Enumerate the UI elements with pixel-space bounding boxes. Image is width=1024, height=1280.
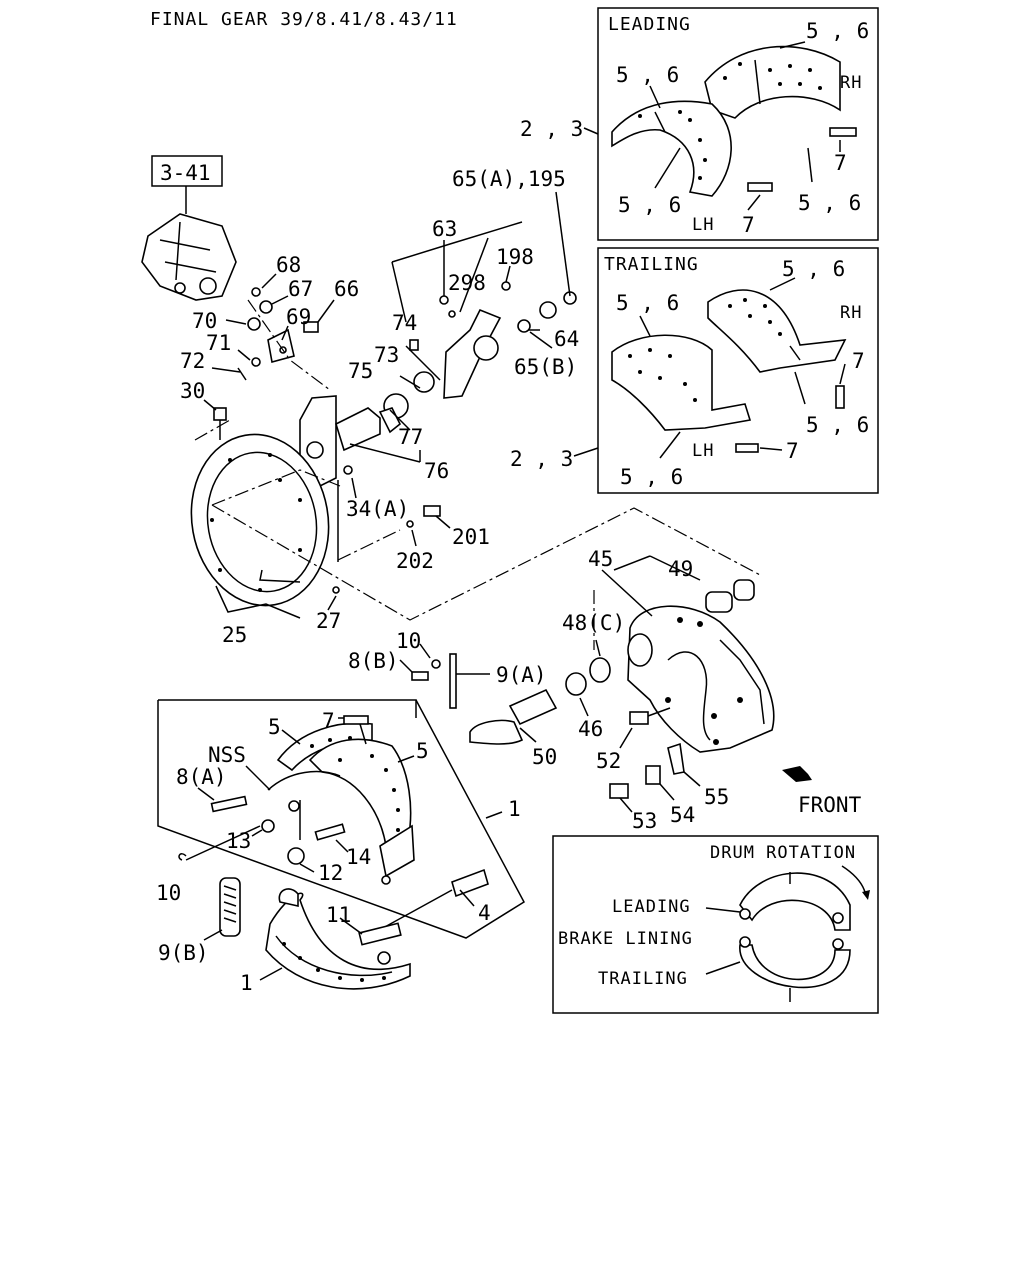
label-8a: 8(A) bbox=[176, 765, 227, 789]
label-66: 66 bbox=[334, 277, 359, 301]
fastener-group-68-72 bbox=[213, 287, 319, 440]
label-53: 53 bbox=[632, 809, 657, 833]
brake-spider bbox=[627, 605, 775, 753]
dust-shield bbox=[190, 299, 401, 619]
trailing-label-56-top: 5 , 6 bbox=[616, 291, 679, 315]
label-67: 67 bbox=[288, 277, 313, 301]
drum-rotation-panel: DRUM ROTATION LEADING BRAKE LINING TRAIL… bbox=[552, 835, 879, 1014]
label-8b: 8(B) bbox=[348, 649, 399, 673]
label-25: 25 bbox=[222, 623, 247, 647]
label-75: 75 bbox=[348, 359, 373, 383]
label-55: 55 bbox=[704, 785, 729, 809]
trailing-panel: TRAILING 5 , 6 RH 5 , 6 7 5 , 6 LH 7 5 ,… bbox=[597, 247, 879, 494]
label-1-upper: 1 bbox=[508, 797, 521, 821]
camshaft-bracket bbox=[299, 395, 421, 562]
reference-box-3-41[interactable]: 3-41 bbox=[151, 155, 223, 187]
spring-9b bbox=[219, 877, 241, 937]
leading-label-56-lh: 5 , 6 bbox=[618, 193, 681, 217]
leading-label-rh: RH bbox=[840, 73, 862, 93]
label-63: 63 bbox=[432, 217, 457, 241]
label-68: 68 bbox=[276, 253, 301, 277]
label-298: 298 bbox=[448, 271, 486, 295]
label-1-lower: 1 bbox=[240, 971, 253, 995]
label-49: 49 bbox=[668, 557, 693, 581]
label-65a-195: 65(A),195 bbox=[452, 167, 566, 191]
label-74: 74 bbox=[392, 311, 417, 335]
label-27: 27 bbox=[316, 609, 341, 633]
label-71: 71 bbox=[206, 331, 231, 355]
leading-label-7-rh: 7 bbox=[834, 151, 847, 175]
leading-label-lh: LH bbox=[692, 215, 714, 235]
label-50: 50 bbox=[532, 745, 557, 769]
cam-shaft bbox=[469, 688, 558, 745]
drum-label-trailing: TRAILING bbox=[598, 969, 688, 989]
diagram-title: FINAL GEAR 39/8.41/8.43/11 bbox=[150, 9, 458, 30]
label-201: 201 bbox=[452, 525, 490, 549]
leading-panel-title: LEADING bbox=[608, 14, 691, 35]
label-77: 77 bbox=[398, 425, 423, 449]
label-72: 72 bbox=[180, 349, 205, 373]
label-52: 52 bbox=[596, 749, 621, 773]
trailing-label-56-rh: 5 , 6 bbox=[782, 257, 845, 281]
label-12: 12 bbox=[318, 861, 343, 885]
label-9b: 9(B) bbox=[158, 941, 209, 965]
brake-chamber-assembly bbox=[141, 186, 237, 301]
label-14: 14 bbox=[346, 845, 371, 869]
label-34a: 34(A) bbox=[346, 497, 409, 521]
trailing-panel-title: TRAILING bbox=[604, 254, 699, 275]
label-13: 13 bbox=[226, 829, 251, 853]
trailing-label-rh: RH bbox=[840, 303, 862, 323]
label-65b: 65(B) bbox=[514, 355, 577, 379]
front-label: FRONT bbox=[798, 793, 862, 817]
brake-shoe-assembly-frame bbox=[157, 699, 525, 939]
label-70: 70 bbox=[192, 309, 217, 333]
label-30: 30 bbox=[180, 379, 205, 403]
slack-adjuster-assembly bbox=[383, 221, 577, 419]
front-arrow-icon bbox=[782, 766, 812, 782]
label-10-lower: 10 bbox=[156, 881, 181, 905]
label-46: 46 bbox=[578, 717, 603, 741]
leading-label-23: 2 , 3 bbox=[520, 117, 583, 141]
label-nss: NSS bbox=[208, 743, 246, 767]
drum-label-brake-lining: BRAKE LINING bbox=[558, 929, 693, 949]
drum-rotation-title: DRUM ROTATION bbox=[710, 843, 856, 863]
trailing-label-lh: LH bbox=[692, 441, 714, 461]
label-11: 11 bbox=[326, 903, 351, 927]
trailing-label-7-lh: 7 bbox=[786, 439, 799, 463]
label-10-upper: 10 bbox=[396, 629, 421, 653]
label-69: 69 bbox=[286, 305, 311, 329]
leading-label-7-lh: 7 bbox=[742, 213, 755, 237]
reference-box-label: 3-41 bbox=[160, 161, 211, 185]
label-73: 73 bbox=[374, 343, 399, 367]
label-198: 198 bbox=[496, 245, 534, 269]
label-9a: 9(A) bbox=[496, 663, 547, 687]
label-202: 202 bbox=[396, 549, 434, 573]
label-76: 76 bbox=[424, 459, 449, 483]
leading-panel: LEADING 5 , 6 RH 5 , 6 7 5 , 6 LH 7 5 bbox=[597, 7, 879, 241]
label-45: 45 bbox=[588, 547, 613, 571]
label-64: 64 bbox=[554, 327, 579, 351]
label-54: 54 bbox=[670, 803, 695, 827]
leading-label-56-top: 5 , 6 bbox=[616, 63, 679, 87]
label-7-shoe: 7 bbox=[322, 709, 335, 733]
label-48c: 48(C) bbox=[562, 611, 625, 635]
leading-label-56-rh: 5 , 6 bbox=[806, 19, 869, 43]
trailing-label-56-bottom: 5 , 6 bbox=[806, 413, 869, 437]
brake-shoe-lower bbox=[265, 888, 411, 990]
label-5-right: 5 bbox=[416, 739, 429, 763]
trailing-label-23: 2 , 3 bbox=[510, 447, 573, 471]
label-4: 4 bbox=[478, 901, 491, 925]
spring-9a bbox=[449, 653, 490, 709]
drum-label-leading: LEADING bbox=[612, 897, 691, 917]
brake-shoe-upper bbox=[267, 715, 415, 885]
trailing-label-7-rh: 7 bbox=[852, 349, 865, 373]
leading-label-56-bottom: 5 , 6 bbox=[798, 191, 861, 215]
trailing-label-56-lh: 5 , 6 bbox=[620, 465, 683, 489]
label-5-left: 5 bbox=[268, 715, 281, 739]
